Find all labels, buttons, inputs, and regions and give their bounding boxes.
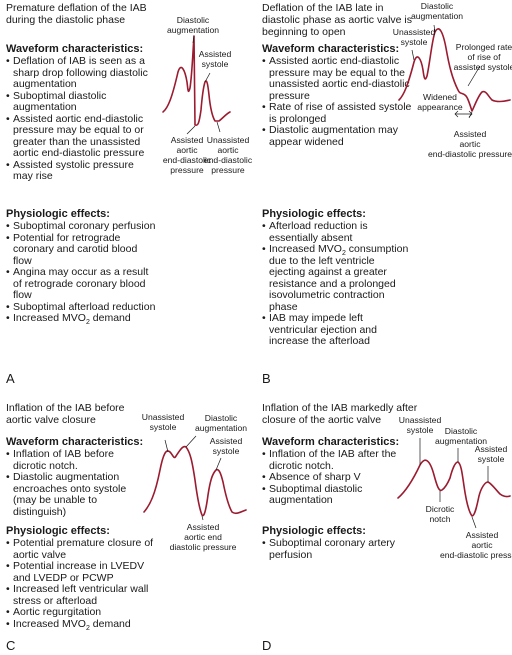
list-item: Assisted aortic end-diastolic pressure m… bbox=[262, 55, 412, 102]
panel-c-effects-heading: Physiologic effects: bbox=[6, 525, 110, 537]
list-item: Increased MVO2 demand bbox=[6, 312, 156, 326]
panel-c-letter: C bbox=[6, 638, 16, 653]
list-item: Potential premature closure of aortic va… bbox=[6, 537, 156, 561]
list-item: Potential for retrograde coronary and ca… bbox=[6, 232, 156, 268]
panel-a-waveform-section: Waveform characteristics: Deflation of I… bbox=[6, 43, 156, 183]
panel-a-intro: Premature deflation of the IAB during th… bbox=[6, 2, 147, 26]
panel-b-leader-assisted-edp bbox=[468, 111, 473, 119]
list-item: IAB may impede left ventricular ejection… bbox=[262, 312, 412, 348]
panel-d-intro: Inflation of the IAB markedly after clos… bbox=[262, 402, 418, 426]
list-item: Suboptimal diastolic augmentation bbox=[6, 90, 156, 114]
panel-b-waveform-list: Assisted aortic end-diastolic pressure m… bbox=[262, 55, 412, 148]
panel-b-leader-diastolic-augmentation bbox=[433, 24, 436, 33]
panel-c-effects-list: Potential premature closure of aortic va… bbox=[6, 537, 156, 632]
list-item: Afterload reduction is essentially absen… bbox=[262, 220, 412, 244]
list-item: Suboptimal coronary perfusion bbox=[6, 220, 156, 233]
list-item: Increased MVO2 consumption due to the le… bbox=[262, 243, 412, 313]
panel-b-waveform-heading: Waveform characteristics: bbox=[262, 43, 400, 55]
panel-d-waveform-section: Waveform characteristics: Inflation of t… bbox=[262, 436, 402, 507]
panel-c-leader-diastolic-augmentation bbox=[185, 435, 197, 448]
panel-a-effects-section: Physiologic effects: Suboptimal coronary… bbox=[6, 208, 156, 326]
list-item: Increased left ventricular wall stress o… bbox=[6, 583, 156, 607]
panel-c-waveform-list: Inflation of IAB before dicrotic notch.D… bbox=[6, 448, 146, 518]
panel-a-leader-unassisted-edp bbox=[216, 121, 221, 133]
panel-d-waveform-heading: Waveform characteristics: bbox=[262, 436, 400, 448]
list-item: Diastolic augmentation encroaches onto s… bbox=[6, 471, 146, 518]
list-item: Aortic regurgitation bbox=[6, 606, 156, 619]
list-item: Assisted systolic pressure may rise bbox=[6, 159, 156, 183]
panel-c-waveform-heading: Waveform characteristics: bbox=[6, 436, 144, 448]
list-item: Rate of rise of assisted systole is prol… bbox=[262, 101, 412, 125]
list-item: Suboptimal afterload reduction bbox=[6, 301, 156, 314]
panel-c-waveform-section: Waveform characteristics: Inflation of I… bbox=[6, 436, 146, 518]
panel-b-letter: B bbox=[262, 371, 271, 386]
panel-c-leader-unassisted-systole bbox=[164, 439, 169, 453]
panel-d-waveform-list: Inflation of the IAB after the dicrotic … bbox=[262, 448, 402, 507]
list-item: Suboptimal coronary artery perfusion bbox=[262, 537, 402, 561]
panel-a-effects-heading: Physiologic effects: bbox=[6, 208, 110, 220]
panel-d-effects-list: Suboptimal coronary artery perfusion bbox=[262, 537, 402, 561]
panel-b-leader-prolonged-rate bbox=[467, 65, 481, 87]
list-item: Assisted aortic end-diastolic pressure m… bbox=[6, 113, 156, 160]
panel-b-waveform-section: Waveform characteristics: Assisted aorti… bbox=[262, 43, 412, 148]
list-item: Inflation of the IAB after the dicrotic … bbox=[262, 448, 402, 472]
panel-d-letter: D bbox=[262, 638, 272, 653]
panel-a-letter: A bbox=[6, 371, 15, 386]
panel-a-pressure-trace bbox=[162, 35, 231, 127]
panel-c-leader-assisted-systole bbox=[215, 457, 222, 471]
list-item: Absence of sharp V bbox=[262, 471, 402, 484]
panel-d-effects-heading: Physiologic effects: bbox=[262, 525, 366, 537]
panel-b-effects-section: Physiologic effects: Afterload reduction… bbox=[262, 208, 412, 348]
panel-d-pressure-trace bbox=[397, 459, 511, 517]
panel-a-leader-assisted-edp bbox=[186, 125, 196, 135]
panel-b-intro: Deflation of the IAB late in diastolic p… bbox=[262, 2, 412, 38]
panel-a-leader-assisted-systole bbox=[204, 72, 211, 83]
list-item: Increased MVO2 demand bbox=[6, 618, 156, 632]
panel-a-leader-diastolic-augmentation bbox=[192, 35, 195, 44]
panel-c-pressure-trace bbox=[143, 445, 247, 517]
panel-a-waveform-heading: Waveform characteristics: bbox=[6, 43, 144, 55]
list-item: Diastolic augmentation may appear widene… bbox=[262, 124, 412, 148]
list-item: Deflation of IAB is seen as a sharp drop… bbox=[6, 55, 156, 91]
panel-c-effects-section: Physiologic effects: Potential premature… bbox=[6, 525, 156, 632]
list-item: Suboptimal diastolic augmentation bbox=[262, 483, 402, 507]
panel-b-leader-unassisted-systole bbox=[411, 49, 415, 61]
panel-a-effects-list: Suboptimal coronary perfusionPotential f… bbox=[6, 220, 156, 326]
list-item: Inflation of IAB before dicrotic notch. bbox=[6, 448, 146, 472]
panel-b-effects-list: Afterload reduction is essentially absen… bbox=[262, 220, 412, 348]
panel-b-pressure-trace bbox=[398, 28, 511, 112]
list-item: Angina may occur as a result of retrogra… bbox=[6, 266, 156, 302]
panel-c-leader-assisted-edp bbox=[201, 515, 204, 521]
panel-d-leader-assisted-edp bbox=[471, 516, 477, 529]
panel-b-arrow-left-icon bbox=[454, 110, 459, 118]
list-item: Potential increase in LVEDV and LVEDP or… bbox=[6, 560, 156, 584]
panel-a-waveform-list: Deflation of IAB is seen as a sharp drop… bbox=[6, 55, 156, 183]
panel-c-intro: Inflation of the IAB before aortic valve… bbox=[6, 402, 125, 426]
panel-b-effects-heading: Physiologic effects: bbox=[262, 208, 366, 220]
panel-d-effects-section: Physiologic effects: Suboptimal coronary… bbox=[262, 525, 402, 561]
